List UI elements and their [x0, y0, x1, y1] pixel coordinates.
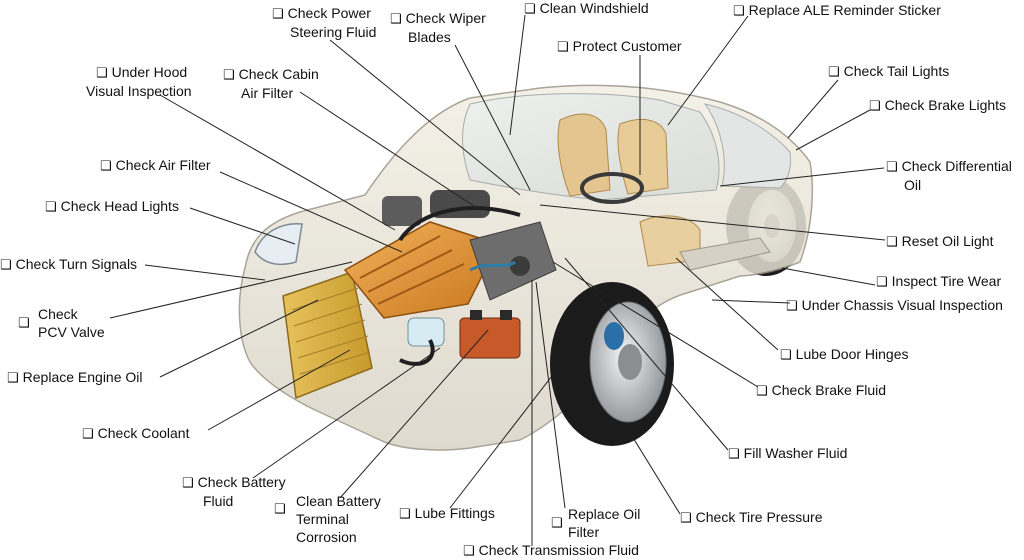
headlight [254, 223, 303, 266]
label-brake-fluid: ❑Check Brake Fluid [756, 382, 887, 398]
label-turn-signals: ❑Check Turn Signals [0, 256, 138, 272]
label-oil-filter: ❑ Replace Oil Filter [551, 506, 641, 540]
checkbox-icon: ❑ [18, 315, 30, 330]
brake-fluid-reservoir [510, 256, 530, 276]
battery [459, 310, 521, 359]
checkbox-icon: ❑ [223, 67, 235, 82]
label-tire-wear: ❑Inspect Tire Wear [876, 273, 1002, 289]
checkbox-icon: ❑ [557, 39, 569, 54]
side-sill [679, 237, 771, 271]
checkbox-icon: ❑ [780, 347, 792, 362]
hoses [398, 206, 521, 366]
checkbox-icon: ❑ [399, 506, 411, 521]
label-pcv-valve: ❑ Check PCV Valve [18, 306, 105, 340]
label-head-lights: ❑Check Head Lights [45, 198, 179, 214]
label-differential-oil: ❑Check Differential Oil [886, 158, 1012, 193]
checkbox-icon: ❑ [551, 515, 563, 530]
label-battery-terminal: ❑ Clean Battery Terminal Corrosion [274, 493, 381, 545]
label-door-hinges: ❑Lube Door Hinges [780, 346, 909, 362]
leader-lines [109, 14, 886, 546]
label-transmission-fluid: ❑Check Transmission Fluid [463, 542, 639, 558]
checkbox-icon: ❑ [7, 370, 19, 385]
checkbox-icon: ❑ [728, 446, 740, 461]
checkbox-icon: ❑ [524, 1, 536, 16]
checkbox-icon: ❑ [886, 159, 898, 174]
label-wiper-blades: ❑Check Wiper Blades [390, 10, 486, 45]
label-lube-fittings: ❑Lube Fittings [399, 505, 495, 521]
checkbox-icon: ❑ [272, 6, 284, 21]
checkbox-icon: ❑ [82, 426, 94, 441]
label-engine-oil: ❑Replace Engine Oil [7, 369, 143, 385]
radiator [282, 271, 373, 400]
checkbox-icon: ❑ [463, 543, 475, 558]
checkbox-icon: ❑ [733, 3, 745, 18]
checkbox-icon: ❑ [869, 98, 881, 113]
label-clean-windshield: ❑Clean Windshield [524, 0, 649, 16]
checkbox-icon: ❑ [876, 274, 888, 289]
label-air-filter: ❑Check Air Filter [100, 157, 211, 173]
label-under-chassis: ❑Under Chassis Visual Inspection [786, 297, 1003, 313]
label-tail-lights: ❑Check Tail Lights [828, 63, 950, 79]
checkbox-icon: ❑ [0, 257, 12, 272]
checkbox-icon: ❑ [786, 298, 798, 313]
checkbox-icon: ❑ [756, 383, 768, 398]
label-power-steering: ❑Check Power Steering Fluid [272, 5, 377, 40]
label-tire-pressure: ❑Check Tire Pressure [680, 509, 823, 525]
checkbox-icon: ❑ [45, 199, 57, 214]
label-reset-oil-light: ❑Reset Oil Light [886, 233, 994, 249]
steering-wheel [580, 172, 644, 204]
label-cabin-air-filter: ❑Check Cabin Air Filter [223, 66, 319, 101]
checkbox-icon: ❑ [100, 158, 112, 173]
checkbox-icon: ❑ [886, 234, 898, 249]
rear-glass [703, 103, 791, 189]
label-washer-fluid: ❑Fill Washer Fluid [728, 445, 848, 461]
checkbox-icon: ❑ [828, 64, 840, 79]
label-under-hood: ❑Under Hood Visual Inspection [86, 64, 192, 99]
checkbox-icon: ❑ [390, 11, 402, 26]
checkbox-icon: ❑ [274, 501, 286, 516]
label-brake-lights: ❑Check Brake Lights [869, 97, 1007, 113]
checkbox-icon: ❑ [680, 510, 692, 525]
checkbox-icon: ❑ [182, 475, 194, 490]
label-protect-customer: ❑Protect Customer [557, 38, 682, 54]
label-coolant: ❑Check Coolant [82, 425, 190, 441]
coolant-tank [407, 317, 445, 347]
label-battery-fluid: ❑Check Battery Fluid [182, 474, 286, 509]
label-ale-sticker: ❑Replace ALE Reminder Sticker [733, 2, 941, 18]
front-wheel [550, 282, 674, 446]
checkbox-icon: ❑ [96, 65, 108, 80]
